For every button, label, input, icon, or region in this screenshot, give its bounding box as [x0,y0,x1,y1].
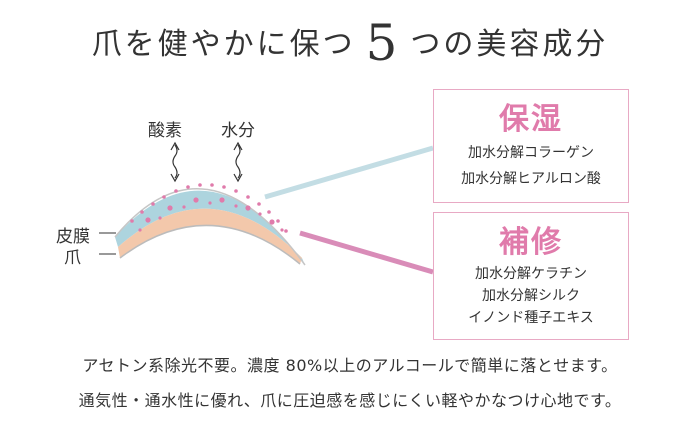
repair-box: 補修 加水分解ケラチン 加水分解シルク イノンド種子エキス [433,212,629,340]
repair-heading: 補修 [499,225,563,260]
title-post: つの美容成分 [410,27,609,62]
oxygen-arrow-icon [170,141,180,183]
skin-film-label: 皮膜 [56,227,90,247]
page-title: 爪を健やかに保つ 5 つの美容成分 [0,14,700,72]
moisture-connector-line [264,145,434,200]
skin-film-layer [115,190,305,265]
title-pre: 爪を健やかに保つ [91,27,356,62]
film-outline [114,188,306,266]
title-number: 5 [365,14,401,72]
repair-connector-line [299,230,434,275]
repair-item-3: イノンド種子エキス [468,310,594,326]
description-line-2: 通気性・通水性に優れ、爪に圧迫感を感じにくい軽やかなつけ心地です。 [78,391,622,410]
repair-item-2: 加水分解シルク [482,288,580,304]
moisture-heading: 保湿 [499,102,563,137]
moisture-item-2: 加水分解ヒアルロン酸 [461,171,601,187]
oxygen-label: 酸素 [148,121,182,141]
water-arrow-icon [233,141,243,183]
ingredient-dots [130,183,288,233]
moisture-item-1: 加水分解コラーゲン [468,145,594,161]
repair-item-1: 加水分解ケラチン [475,266,587,282]
nail-label: 爪 [64,248,81,268]
description-line-1: アセトン系除光不要。濃度 80%以上のアルコールで簡単に落とせます。 [82,356,618,375]
nail-layer [118,208,302,264]
nail-underside [119,224,301,265]
water-label: 水分 [221,121,255,141]
moisture-box: 保湿 加水分解コラーゲン 加水分解ヒアルロン酸 [433,89,629,203]
